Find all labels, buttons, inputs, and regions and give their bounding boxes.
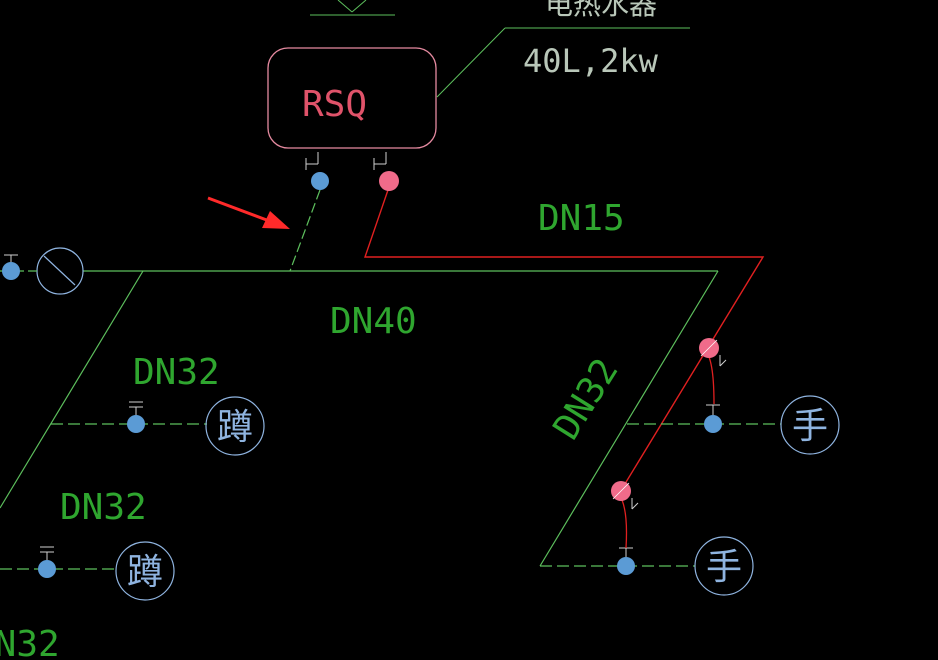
squat-toilet-2-label: 蹲	[127, 552, 163, 593]
hot-water-main-pipe[interactable]	[364, 189, 765, 493]
inlet-valve[interactable]	[2, 262, 20, 280]
hand-basin-2-cold-valve[interactable]	[617, 557, 635, 575]
heater-spec-label: 40L,2kw	[523, 42, 659, 80]
annotation-arrow	[207, 196, 290, 229]
right-riser-pipe[interactable]	[539, 270, 719, 567]
hot-main-size-label: DN15	[538, 198, 625, 239]
hand-basin-1-cold-valve[interactable]	[704, 415, 722, 433]
branch-2-valve[interactable]	[38, 560, 56, 578]
hot-drop-pipe-2[interactable]	[621, 499, 628, 549]
hot-drop-pipe-1[interactable]	[708, 356, 715, 405]
heater-outlet-ticks	[305, 152, 387, 170]
heater-code-label: RSQ	[302, 84, 367, 125]
hand-basin-2[interactable]	[694, 536, 754, 596]
branch-4-size-label: DN32	[546, 352, 627, 447]
heater-hot-valve[interactable]	[379, 171, 399, 191]
heater-cold-inlet-pipe[interactable]	[289, 189, 321, 272]
hot-valve-ticks	[631, 355, 727, 510]
branch-3-size-label: DN32	[0, 624, 60, 660]
squat-toilet-1[interactable]	[205, 396, 265, 456]
branch-1-size-label: DN32	[133, 352, 220, 393]
heater-name-label: 电热水器	[545, 0, 657, 21]
hand-basin-2-label: 手	[706, 547, 742, 588]
cold-main-size-label: DN40	[330, 301, 417, 342]
hand-basin-1-label: 手	[792, 406, 828, 447]
water-heater-box[interactable]	[267, 47, 437, 149]
branch-2-size-label: DN32	[60, 487, 147, 528]
heater-cold-valve[interactable]	[311, 172, 329, 190]
top-symbol-fragment	[310, 0, 395, 16]
branch-1-valve[interactable]	[127, 415, 145, 433]
squat-toilet-1-label: 蹲	[217, 407, 253, 448]
heater-leader	[436, 27, 690, 98]
left-riser-pipe[interactable]	[0, 270, 144, 509]
squat-toilet-2[interactable]	[115, 541, 175, 601]
water-meter-needle	[43, 255, 76, 286]
hand-basin-1[interactable]	[780, 395, 840, 455]
